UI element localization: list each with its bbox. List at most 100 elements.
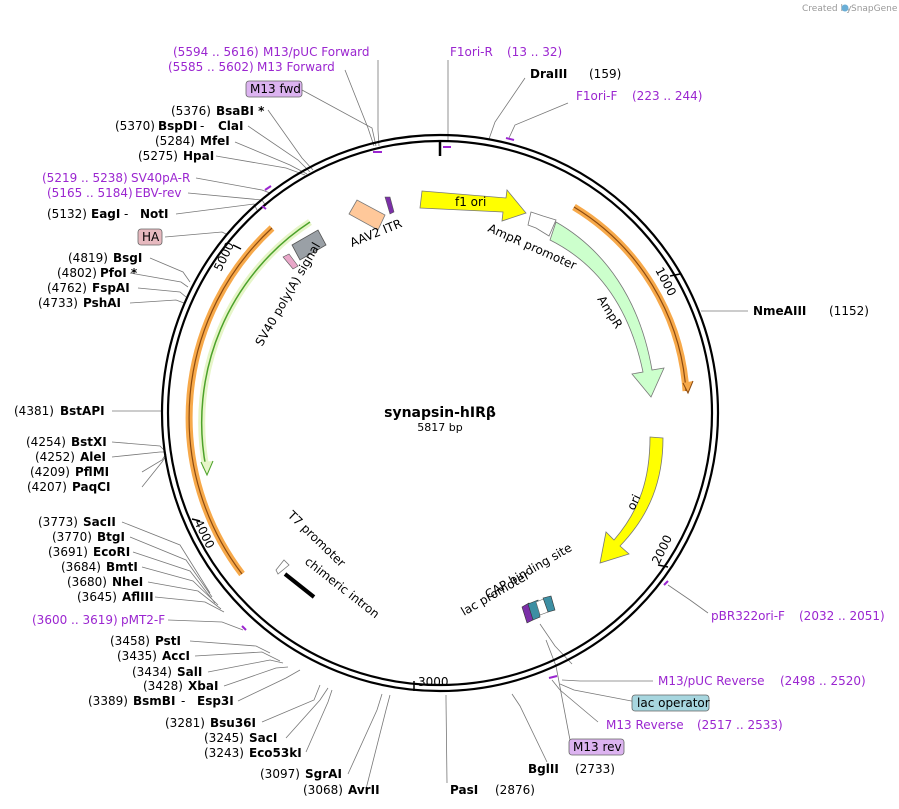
site-pos: (3068): [303, 783, 343, 797]
t7-promoter-arrow: [275, 559, 290, 575]
site-pos: (3243): [204, 746, 244, 760]
site-name: BstAPI: [60, 404, 105, 418]
site-pos: (5284): [155, 134, 195, 148]
aav2-itr-box: [348, 199, 386, 231]
primer-marks: [241, 137, 669, 679]
tick-3000: 3000: [418, 675, 449, 689]
f1-ori-label: f1 ori: [455, 195, 486, 209]
site-name: AvrII: [348, 783, 380, 797]
site-name: BglII: [528, 762, 559, 776]
restriction-sites-right: DraIII (159) NmeAIII (1152) BglII (2733)…: [450, 67, 869, 797]
site-pos: (3097): [260, 767, 300, 781]
site-name: Esp3I: [197, 694, 234, 708]
orf-arc-left-core: [188, 227, 273, 575]
site-name: BstXI: [71, 435, 107, 449]
site-pos: (3389): [88, 694, 128, 708]
primer-pos: (2032 .. 2051): [799, 609, 885, 623]
watermark-text: Created by: [802, 4, 852, 14]
m13-fwd-box: [245, 80, 303, 98]
site-name: BsaBI *: [216, 104, 265, 118]
site-pos: (2733): [575, 762, 615, 776]
lac-promoter-label: lac promoter: [459, 568, 533, 619]
green-orf-arc-head: [200, 460, 214, 477]
itr-marker: [384, 196, 395, 215]
lac-operator-box: [631, 694, 710, 712]
site-pos: (5275): [138, 149, 178, 163]
primer-pos: (223 .. 244): [632, 89, 702, 103]
site-name: SgrAI: [305, 767, 342, 781]
primer-name: pBR322ori-F: [711, 609, 785, 623]
site-pos: (3684): [61, 560, 101, 574]
backbone-inner-ring: [166, 139, 714, 687]
primer-name: pMT2-F: [121, 613, 165, 627]
site-name: BtgI: [97, 530, 125, 544]
primer-name: F1ori-R: [450, 45, 493, 59]
site-name: BsmBI: [133, 694, 175, 708]
f1-ori-arrow: [419, 189, 527, 222]
primer-name: M13/pUC Reverse: [658, 674, 765, 688]
ori-arrow: [599, 436, 664, 564]
site-name: Bsu36I: [210, 716, 256, 730]
sv40-polya-box: [291, 229, 327, 261]
site-pos: (159): [589, 67, 621, 81]
site-sep: -: [181, 694, 185, 708]
site-name: SacII: [83, 515, 116, 529]
site-name: PasI: [450, 783, 478, 797]
site-name: ClaI: [218, 119, 243, 133]
site-name: EagI: [91, 207, 120, 221]
site-pos: (3281): [165, 716, 205, 730]
site-pos: (5376): [171, 104, 211, 118]
site-pos: (3434): [132, 665, 172, 679]
site-sep: -: [124, 207, 128, 221]
site-pos: (3245): [204, 731, 244, 745]
site-name: Eco53kI: [249, 746, 302, 760]
site-name: PfoI *: [100, 266, 138, 280]
primer-pos: (2498 .. 2520): [780, 674, 866, 688]
site-pos: (3691): [48, 545, 88, 559]
site-name: EcoRI: [93, 545, 130, 559]
site-pos: (4207): [27, 480, 67, 494]
site-pos: (3435): [117, 649, 157, 663]
site-name: BsgI: [113, 251, 142, 265]
ampr-promoter-arrow: [527, 211, 557, 237]
primer-pos: (5594 .. 5616): [173, 45, 259, 59]
site-name: NotI: [140, 207, 169, 221]
position-ticks: [191, 244, 681, 691]
primer-name: M13/pUC Forward: [263, 45, 370, 59]
site-name: DraIII: [530, 67, 567, 81]
site-name: HpaI: [183, 149, 214, 163]
site-pos: (4733): [38, 296, 78, 310]
site-pos: (3428): [143, 679, 183, 693]
plasmid-name: synapsin-hIRβ: [384, 405, 496, 421]
ha-label: HA: [142, 230, 160, 244]
m13-fwd-label: M13 fwd: [250, 82, 301, 96]
m13-rev-label: M13 rev: [573, 740, 622, 754]
primer-pos: (5219 .. 5238): [42, 171, 128, 185]
site-name: AccI: [162, 649, 190, 663]
site-name: AleI: [80, 450, 106, 464]
primer-pos: (2517 .. 2533): [697, 718, 783, 732]
site-name: SalI: [177, 665, 202, 679]
m13-rev-box: [568, 738, 625, 756]
site-pos: (4762): [47, 281, 87, 295]
primer-name: EBV-rev: [135, 186, 181, 200]
site-name: XbaI: [188, 679, 218, 693]
snapgene-logo-icon: [841, 4, 849, 12]
site-pos: (4802): [57, 266, 97, 280]
ampr-arrow: [549, 221, 665, 398]
ori-label: ori: [624, 492, 643, 512]
site-pos: (5132): [47, 207, 87, 221]
primer-pos: (3600 .. 3619): [32, 613, 118, 627]
site-pos: (3680): [67, 575, 107, 589]
site-name: NheI: [112, 575, 143, 589]
site-pos: (4819): [68, 251, 108, 265]
site-pos: (5370): [115, 119, 155, 133]
ha-box: [137, 228, 163, 246]
chimeric-intron-bar: [283, 572, 316, 599]
site-pos: (3645): [77, 590, 117, 604]
primer-pos: (5585 .. 5602): [168, 60, 254, 74]
site-pos: (4254): [26, 435, 66, 449]
lac-operator-label: lac operator: [637, 696, 710, 710]
site-name: MfeI: [200, 134, 230, 148]
site-name: AflIII: [122, 590, 154, 604]
